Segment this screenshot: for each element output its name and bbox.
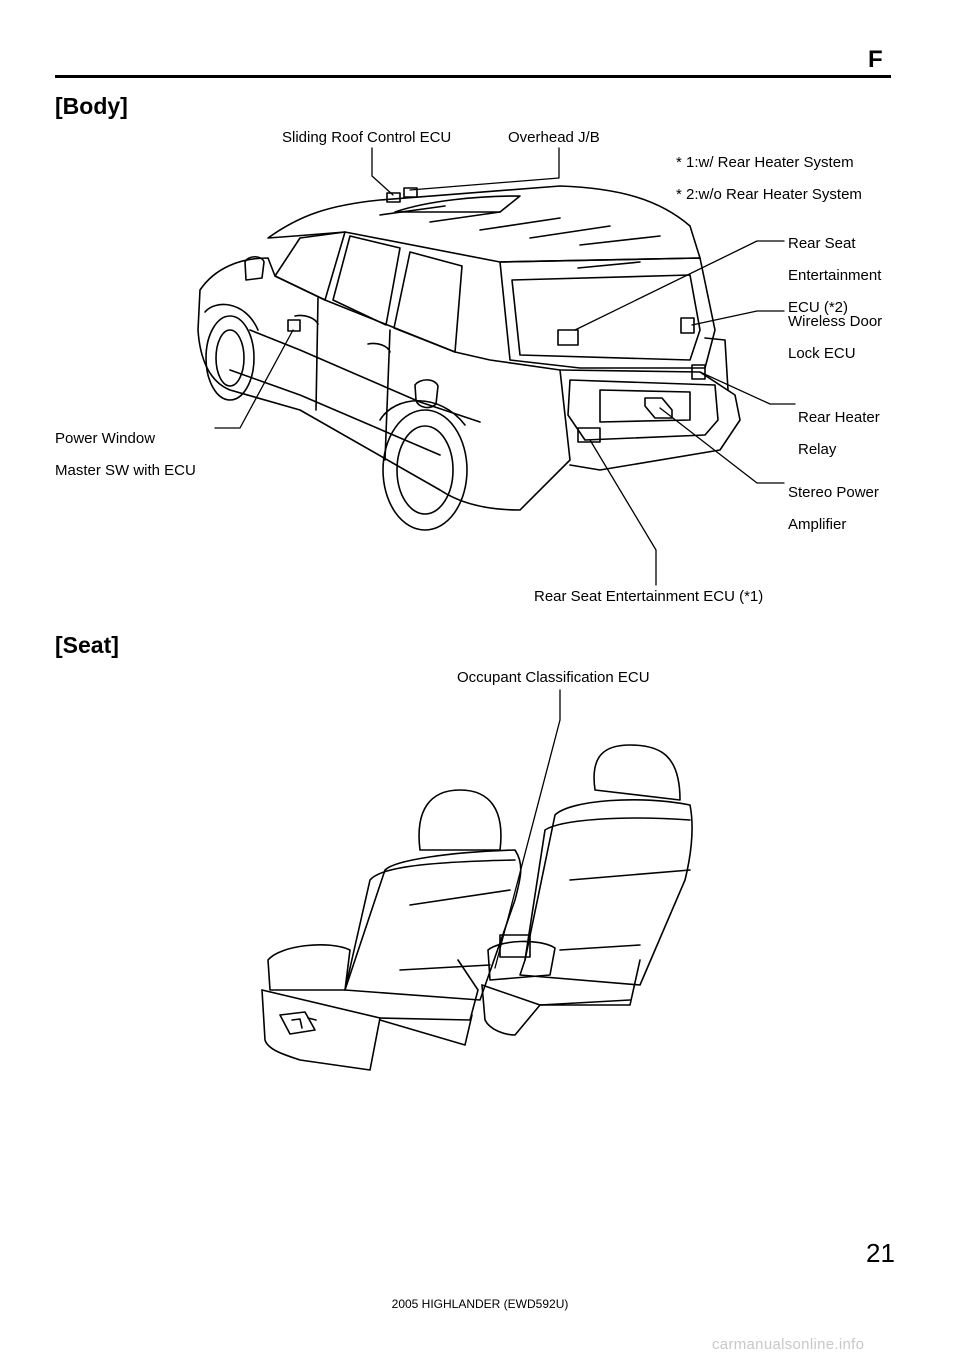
seat-drawing (261, 744, 693, 1071)
vehicle-drawing (197, 185, 741, 531)
note-1: * 1:w/ Rear Heater System (676, 154, 854, 171)
callout-line: Entertainment (788, 267, 882, 284)
callout-line: Rear Heater (798, 409, 880, 426)
callout-stereo-power-amplifier: Stereo Power Amplifier (788, 469, 879, 549)
callout-line: Rear Seat (788, 235, 856, 252)
callout-line: ECU (*2) (788, 299, 849, 316)
document-code: 2005 HIGHLANDER (EWD592U) (391, 1297, 569, 1311)
callout-line: Stereo Power (788, 484, 879, 501)
callout-occupant-classification-ecu: Occupant Classification ECU (457, 669, 650, 686)
callout-power-window-master-sw: Power Window Master SW with ECU (55, 415, 196, 495)
callout-line: Wireless Door (788, 313, 883, 330)
ecu-markers (287, 187, 706, 443)
callout-line: Amplifier (788, 516, 847, 533)
header-rule (55, 75, 891, 78)
callout-sliding-roof-control-ecu: Sliding Roof Control ECU (282, 129, 452, 146)
body-heading: [Body] (55, 93, 128, 119)
section-letter: F (868, 46, 883, 73)
callout-line: Lock ECU (788, 345, 856, 362)
note-2: * 2:w/o Rear Heater System (676, 186, 862, 203)
callout-wireless-door-lock-ecu: Wireless Door Lock ECU (788, 298, 882, 378)
page-number: 21 (866, 1238, 895, 1268)
callout-line: Master SW with ECU (55, 462, 196, 479)
callout-overhead-jb: Overhead J/B (508, 129, 600, 146)
seat-heading: [Seat] (55, 632, 119, 658)
callout-rear-heater-relay: Rear Heater Relay (798, 394, 880, 474)
callout-line: Relay (798, 441, 837, 458)
callout-line: Power Window (55, 430, 156, 447)
callout-rear-seat-entertainment-ecu-1: Rear Seat Entertainment ECU (*1) (534, 588, 764, 605)
callout-rear-seat-entertainment-ecu-2: Rear Seat Entertainment ECU (*2) (788, 220, 881, 332)
watermark: carmanualsonline.info (712, 1336, 865, 1353)
rear-heater-notes: * 1:w/ Rear Heater System * 2:w/o Rear H… (676, 139, 862, 219)
